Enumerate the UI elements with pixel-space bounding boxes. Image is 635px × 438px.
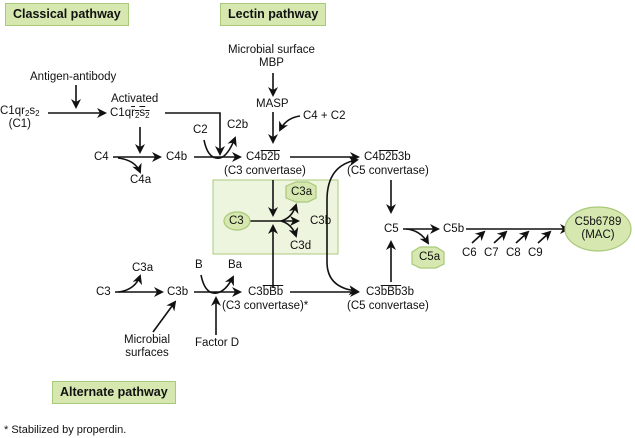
microbial-line1: Microbial bbox=[124, 334, 171, 346]
arrow-c4-to-c4a bbox=[117, 157, 142, 174]
mac-line1: C5b6789 bbox=[574, 216, 622, 228]
c5-convertase-alt-caption: (C5 convertase) bbox=[347, 300, 429, 312]
classical-pathway-title: Classical pathway bbox=[5, 3, 129, 26]
panel-c3-label: C3 bbox=[229, 215, 244, 227]
alt-c3-label: C3 bbox=[96, 286, 111, 298]
alt-c3b-label: C3b bbox=[167, 286, 189, 298]
c5alt-bar: bBb bbox=[380, 286, 402, 298]
microbial-surface-label: Microbial surface bbox=[228, 44, 315, 56]
arrow-c2-curve bbox=[203, 136, 237, 159]
c4-c2-label: C4 + C2 bbox=[303, 110, 346, 122]
c3a-octagon bbox=[285, 181, 317, 203]
c5-convertase-alt: C3bBb3b bbox=[366, 286, 414, 299]
c1-alias: (C1) bbox=[8, 118, 31, 130]
c5-convertase-classical: C4b2b3b bbox=[364, 151, 411, 164]
c5alt-prefix: C3 bbox=[366, 286, 381, 298]
c1-main: C1qr bbox=[0, 105, 25, 117]
c8-label: C8 bbox=[506, 247, 521, 259]
c3alt-bar: bBb bbox=[262, 286, 284, 298]
alt-c3a-label: C3a bbox=[132, 262, 154, 274]
c4b-label: C4b bbox=[166, 151, 188, 163]
c1-sub2: 2 bbox=[35, 109, 40, 118]
arrow-c9 bbox=[537, 230, 552, 244]
arrow-activated-to-c4b2b bbox=[165, 112, 225, 156]
act-r: r bbox=[131, 107, 135, 119]
panel-c3b-label: C3b bbox=[310, 215, 332, 227]
c1-sub1: 2 bbox=[24, 109, 30, 118]
c5conv-suffix: 3b bbox=[397, 151, 411, 163]
mac-label: C5b6789 (MAC) bbox=[571, 216, 625, 242]
arrow-c5-to-c5a bbox=[405, 228, 430, 245]
b-label: B bbox=[195, 259, 203, 271]
c5conv-bar: b2b bbox=[378, 151, 398, 163]
c3-convertase-classical: C4b2b bbox=[246, 151, 280, 164]
microbial-surfaces-label: Microbial surfaces bbox=[124, 334, 170, 360]
c5a-octagon bbox=[411, 246, 445, 269]
c1-label: C1qr2s2 (C1) bbox=[0, 105, 40, 131]
c3-ellipse bbox=[223, 211, 251, 231]
arrow-c7 bbox=[493, 230, 508, 244]
c3conv-prefix: C4 bbox=[246, 151, 261, 163]
c5b-label: C5b bbox=[443, 223, 465, 235]
c3conv-bar: b2b bbox=[260, 151, 280, 163]
arrow-to-c3a bbox=[280, 203, 299, 222]
masp-label: MASP bbox=[256, 98, 289, 110]
arrow-c8 bbox=[515, 230, 530, 244]
c1-s: s bbox=[29, 105, 36, 117]
c5-convertase-classical-caption: (C5 convertase) bbox=[347, 165, 429, 177]
footnote: * Stabilized by properdin. bbox=[4, 424, 127, 436]
c7-label: C7 bbox=[484, 247, 499, 259]
arrow-c4c2-curve bbox=[279, 115, 301, 132]
arrow-microbial-to-c3b bbox=[152, 300, 177, 333]
factor-d-label: Factor D bbox=[195, 337, 240, 349]
mac-line2: (MAC) bbox=[581, 229, 615, 241]
ba-label: Ba bbox=[228, 259, 243, 271]
c5alt-suffix: 3b bbox=[401, 286, 414, 298]
antigen-antibody-label: Antigen-antibody bbox=[30, 71, 117, 83]
alternate-pathway-title: Alternate pathway bbox=[52, 381, 176, 404]
lectin-pathway-title: Lectin pathway bbox=[220, 3, 327, 26]
c3-convertase-classical-caption: (C3 convertase) bbox=[224, 165, 306, 177]
c5a-label: C5a bbox=[419, 251, 441, 263]
c4-label: C4 bbox=[94, 151, 109, 163]
panel-c3d-label: C3d bbox=[290, 240, 312, 252]
mbp-label: MBP bbox=[259, 57, 284, 69]
act-s: s bbox=[139, 107, 146, 119]
act-sub1: 2 bbox=[134, 111, 140, 120]
arrow-to-c3d bbox=[280, 220, 299, 238]
c2-label: C2 bbox=[193, 124, 208, 136]
c5conv-prefix: C4 bbox=[364, 151, 379, 163]
arrow-b-curve bbox=[200, 274, 234, 294]
c3alt-prefix: C3 bbox=[248, 286, 263, 298]
act-sub2: 2 bbox=[145, 111, 150, 120]
c5-label: C5 bbox=[384, 223, 399, 235]
activated-label: Activated bbox=[111, 93, 159, 105]
act-prefix: C1q bbox=[110, 107, 132, 119]
c6-label: C6 bbox=[462, 247, 477, 259]
c3-convertase-alt: C3bBb bbox=[248, 286, 283, 299]
panel-c3a-label: C3a bbox=[291, 186, 313, 198]
arrow-c3-to-c3a bbox=[117, 274, 143, 293]
activated-c1-label: C1qr2s2 bbox=[110, 107, 150, 120]
c4a-label: C4a bbox=[130, 174, 152, 186]
mac-ellipse bbox=[564, 206, 632, 252]
arrow-c6 bbox=[471, 230, 486, 244]
arrow-c3b-to-c5conv-classical bbox=[326, 156, 359, 201]
c9-label: C9 bbox=[528, 247, 543, 259]
c3-convertase-alt-caption: (C3 convertase)* bbox=[222, 300, 309, 312]
microbial-line2: surfaces bbox=[125, 347, 169, 359]
c2b-label: C2b bbox=[227, 119, 249, 131]
